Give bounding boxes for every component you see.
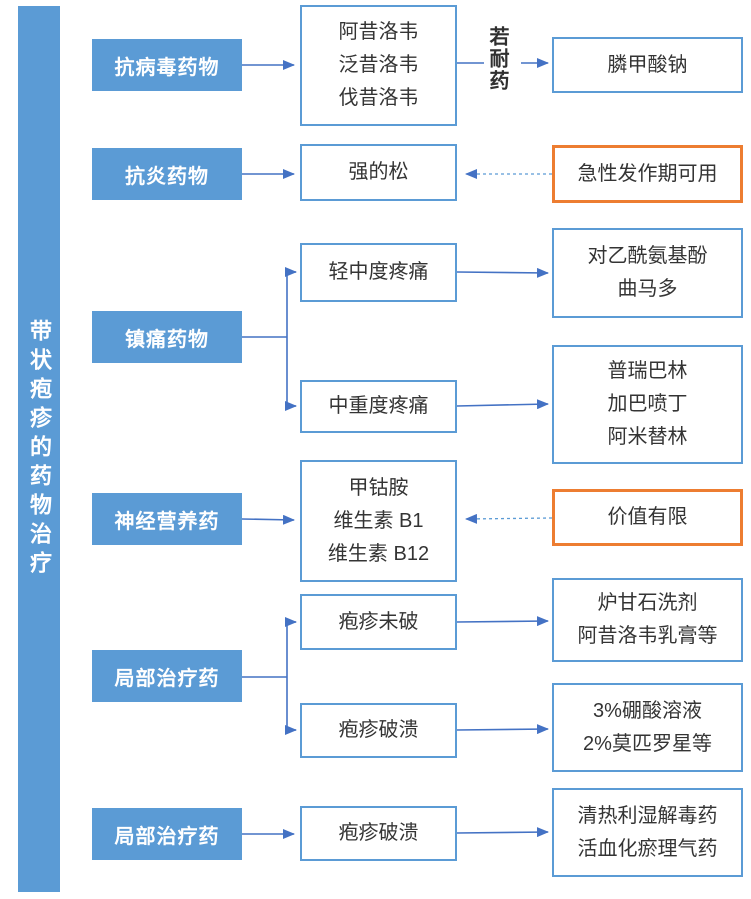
node-mild-moderate-pain: 轻中度疼痛 [300,243,457,302]
category-neurotrophic: 神经营养药 [92,493,242,545]
diagram-title: 带状疱疹的药物治疗 [27,318,52,580]
node-mild-pain-drugs: 对乙酰氨基酚 曲马多 [552,228,743,318]
note-acute-phase: 急性发作期可用 [552,145,743,203]
category-analgesic: 镇痛药物 [92,311,242,363]
node-blister-intact: 疱疹未破 [300,594,457,650]
note-limited-value: 价值有限 [552,489,743,546]
node-neurotrophic-drugs: 甲钴胺 维生素 B1 维生素 B12 [300,460,457,582]
node-severe-pain-drugs: 普瑞巴林 加巴喷丁 阿米替林 [552,345,743,464]
node-intact-topical-drugs: 炉甘石洗剂 阿昔洛韦乳膏等 [552,578,743,662]
edge-label-if-resistant: 若耐药 [486,26,508,92]
node-tcm-drugs: 清热利湿解毒药 活血化瘀理气药 [552,788,743,877]
category-topical-1: 局部治疗药 [92,650,242,702]
node-foscarnet: 膦甲酸钠 [552,37,743,93]
category-antiinflammatory: 抗炎药物 [92,148,242,200]
node-antiviral-drugs: 阿昔洛韦 泛昔洛韦 伐昔洛韦 [300,5,457,126]
node-broken-topical-drugs: 3%硼酸溶液 2%莫匹罗星等 [552,683,743,772]
category-topical-2: 局部治疗药 [92,808,242,860]
node-moderate-severe-pain: 中重度疼痛 [300,380,457,433]
node-blister-broken: 疱疹破溃 [300,703,457,758]
node-prednisone: 强的松 [300,144,457,201]
node-blister-broken-2: 疱疹破溃 [300,806,457,861]
root-node-title-bar: 带状疱疹的药物治疗 [18,6,60,892]
category-antiviral: 抗病毒药物 [92,39,242,91]
